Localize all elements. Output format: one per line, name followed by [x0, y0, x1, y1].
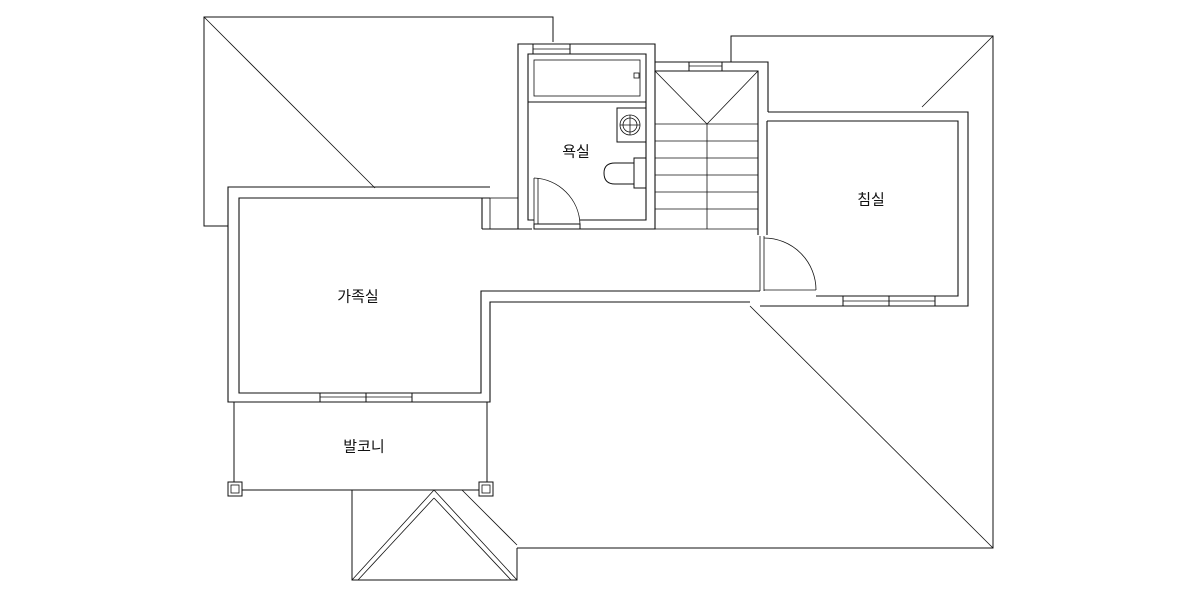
bathtub — [527, 53, 647, 103]
bathroom-window — [532, 43, 571, 55]
bathroom-door — [533, 177, 581, 230]
family-room-walls — [227, 186, 760, 403]
balcony — [227, 402, 494, 497]
stairs — [654, 61, 769, 235]
washbasin — [616, 107, 647, 143]
roof-upper-left — [203, 16, 554, 227]
bedroom-window — [842, 295, 936, 307]
bedroom-door — [759, 236, 817, 291]
family-room-label: 가족실 — [337, 288, 378, 306]
family-room-window — [319, 392, 413, 403]
roof-bottom-gable — [351, 489, 518, 581]
roof-upper-right — [517, 35, 994, 549]
toilet — [603, 157, 647, 189]
bedroom-label: 침실 — [857, 191, 885, 209]
bedroom-walls — [760, 111, 969, 307]
bathroom-walls — [517, 43, 656, 230]
bathroom-label: 욕실 — [562, 143, 590, 161]
balcony-label: 발코니 — [343, 438, 384, 456]
